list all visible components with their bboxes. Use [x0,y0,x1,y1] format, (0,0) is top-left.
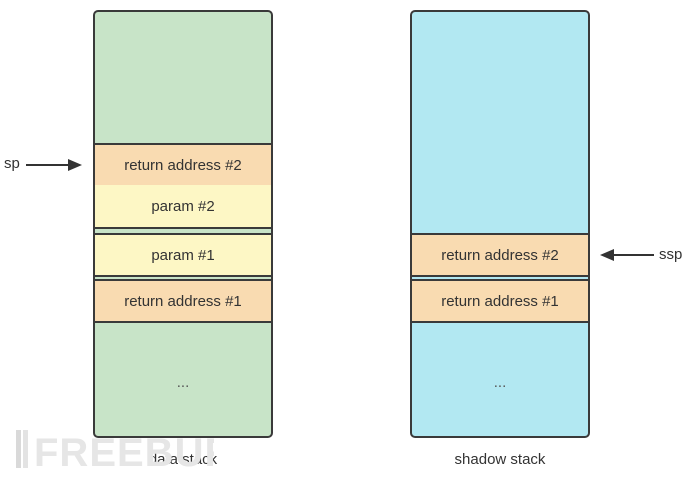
shadow-stack-return-address-2: return address #2 [412,233,588,277]
data-stack: return address #2 param #2 param #1 retu… [93,10,273,438]
sp-arrow-icon [26,159,82,171]
shadow-stack-return-address-1: return address #1 [412,279,588,323]
data-stack-param-1: param #1 [95,233,271,277]
ssp-pointer-label: ssp [659,246,683,263]
shadow-stack-caption: shadow stack [454,451,546,468]
data-stack-return-address-2: return address #2 [95,143,271,187]
data-stack-param-2: param #2 [95,185,271,229]
svg-text:FREEBUF: FREEBUF [34,431,214,472]
data-stack-caption: data stack [148,451,218,468]
data-stack-return-address-1: return address #1 [95,279,271,323]
shadow-stack-ellipsis: ... [493,374,507,391]
sp-pointer-label: sp [4,155,20,172]
shadow-stack: return address #2 return address #1 ... [410,10,590,438]
ssp-arrow-icon [600,249,654,261]
data-stack-ellipsis: ... [176,374,190,391]
freebuf-watermark-logo: FREEBUF [16,430,214,472]
